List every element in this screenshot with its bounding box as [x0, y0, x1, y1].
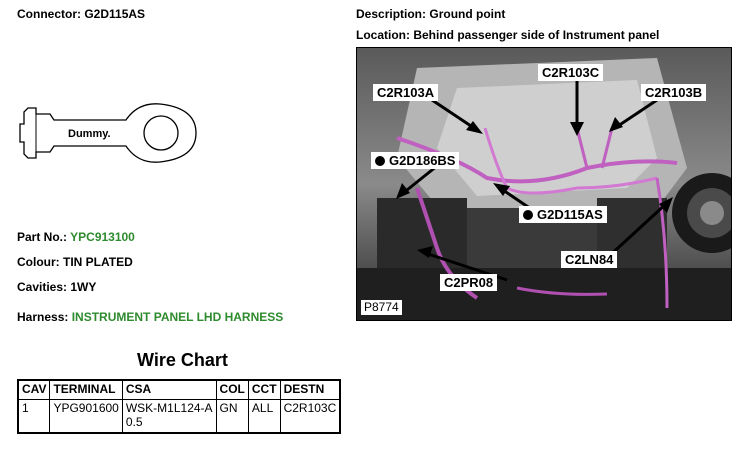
part-value[interactable]: YPC913100 [70, 230, 135, 244]
ground-point-dot-icon [375, 156, 385, 166]
cell-cav: 1 [17, 399, 51, 434]
part-label: Part No.: [17, 230, 68, 244]
header-cav: CAV [17, 379, 51, 400]
wire-chart-title: Wire Chart [137, 350, 228, 370]
location-value: Behind passenger side of Instrument pane… [413, 28, 660, 42]
location-field: Location: Behind passenger side of Instr… [356, 28, 659, 42]
cell-terminal: YPG901600 [49, 399, 123, 434]
ring-terminal-drawing: Dummy. [19, 103, 197, 163]
colour-value: TIN PLATED [63, 255, 133, 269]
photo-label-c2pr08: C2PR08 [440, 274, 498, 291]
photo-reference-code: P8774 [361, 300, 402, 315]
photo-label-g2d115as: G2D115AS [519, 206, 607, 223]
table-header-row: CAV TERMINAL CSA COL CCT DESTN [17, 379, 341, 400]
drawing-text: Dummy. [68, 128, 111, 140]
header-cct: CCT [247, 379, 281, 400]
cell-csa-line2: 0.5 [125, 415, 143, 429]
cell-cct: ALL [247, 399, 281, 434]
location-label: Location: [356, 28, 410, 42]
header-csa: CSA [121, 379, 217, 400]
connector-value: G2D115AS [84, 7, 146, 21]
description-field: Description: Ground point [356, 7, 505, 21]
photo-label-g2d186bs-text: G2D186BS [389, 153, 456, 168]
harness-value[interactable]: INSTRUMENT PANEL LHD HARNESS [71, 310, 284, 324]
colour-field: Colour: TIN PLATED [17, 255, 133, 269]
harness-field: Harness: INSTRUMENT PANEL LHD HARNESS [17, 310, 283, 324]
connector-field: Connector: G2D115AS [17, 7, 145, 21]
header-terminal: TERMINAL [49, 379, 123, 400]
photo-label-g2d115as-text: G2D115AS [537, 207, 603, 222]
photo-label-c2r103b: C2R103B [641, 84, 707, 101]
colour-label: Colour: [17, 255, 60, 269]
cell-csa-line1: WSK-M1L124-A [125, 401, 213, 415]
header-destn: DESTN [279, 379, 341, 400]
description-value: Ground point [429, 7, 506, 21]
ground-point-dot-icon [523, 210, 533, 220]
photo-label-c2r103c: C2R103C [538, 64, 604, 81]
wire-chart-table: CAV TERMINAL CSA COL CCT DESTN 1 YPG9016… [17, 379, 342, 434]
connector-label: Connector: [17, 7, 81, 21]
photo-label-c2r103a: C2R103A [373, 84, 439, 101]
cell-destn: C2R103C [279, 399, 341, 434]
location-photo: C2R103A C2R103C C2R103B G2D186BS G2D115A… [356, 47, 732, 321]
cavities-label: Cavities: [17, 280, 68, 294]
cell-col: GN [215, 399, 249, 434]
photo-label-c2ln84: C2LN84 [561, 251, 618, 268]
photo-label-g2d186bs: G2D186BS [371, 152, 460, 169]
cavities-field: Cavities: 1WY [17, 280, 96, 294]
harness-label: Harness: [17, 310, 69, 324]
part-number-field: Part No.: YPC913100 [17, 230, 135, 244]
header-col: COL [215, 379, 249, 400]
cavities-value: 1WY [70, 280, 97, 294]
description-label: Description: [356, 7, 427, 21]
